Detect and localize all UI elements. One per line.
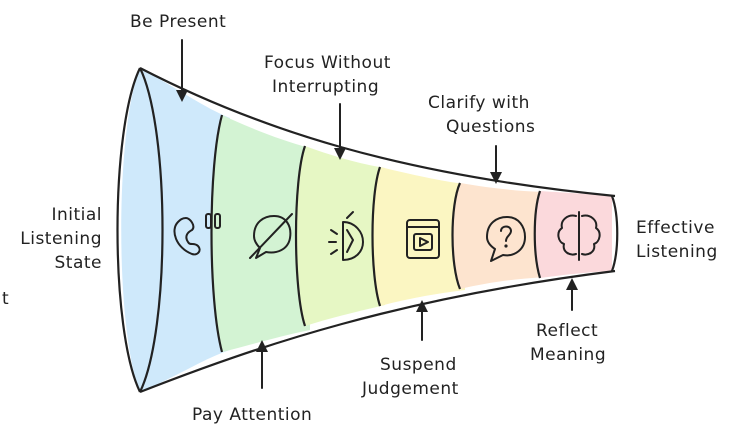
label-effective-line2: Listening	[636, 242, 718, 262]
label-suspend-line1: Suspend	[380, 355, 457, 375]
label-initial-line2: Listening	[20, 229, 102, 249]
label-focus-line2: Interrupting	[272, 77, 379, 97]
segment-clarify	[453, 183, 546, 289]
label-initial-line1: Initial	[51, 205, 102, 225]
label-focus-line1: Focus Without	[264, 53, 391, 73]
label-clarify-line1: Clarify with	[428, 93, 530, 113]
funnel-segments	[121, 68, 612, 392]
label-pay-attention: Pay Attention	[192, 405, 312, 425]
label-reflect-line2: Meaning	[530, 345, 606, 365]
label-effective-line1: Effective	[636, 218, 715, 238]
label-be-present: Be Present	[130, 12, 226, 32]
label-suspend-line2: Judgement	[361, 379, 459, 399]
stray-glyph: t	[2, 289, 9, 309]
label-clarify-line2: Questions	[446, 117, 535, 137]
segment-suspend	[373, 167, 466, 306]
label-initial-line3: State	[55, 253, 103, 273]
label-reflect-line1: Reflect	[536, 321, 598, 341]
